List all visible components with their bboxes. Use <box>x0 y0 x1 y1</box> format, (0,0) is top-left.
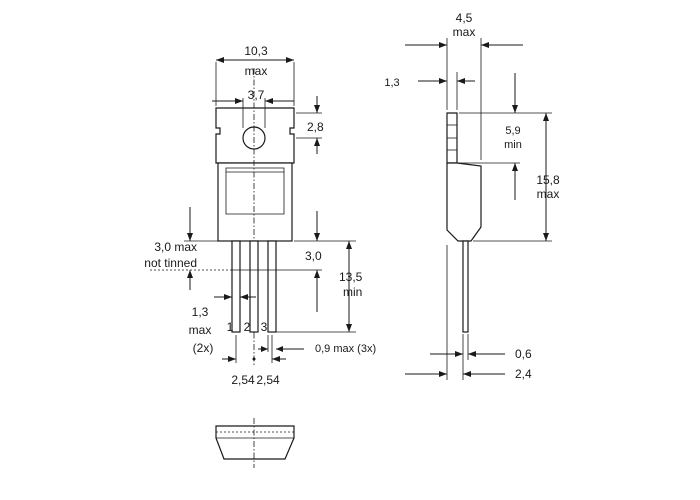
lead-3 <box>267 240 277 333</box>
lead-length-note: min <box>343 285 362 299</box>
bottom-outline <box>215 425 295 460</box>
lead-width-note: max <box>189 323 212 337</box>
hole-value: 3,7 <box>248 88 265 102</box>
width-value: 10,3 <box>244 44 268 58</box>
tab-length-value: 5,9 <box>505 125 520 137</box>
untinned-value: 3,0 max <box>154 240 197 254</box>
lead-thickness-label: 0,9 max (3x) <box>315 343 376 355</box>
width-note: max <box>245 64 268 78</box>
lead-offset-value: 2,4 <box>515 367 532 381</box>
height-value: 15,8 <box>536 173 560 187</box>
pitch-right: 2,54 <box>256 373 280 387</box>
lead-length-value: 13,5 <box>339 270 363 284</box>
lead-2 <box>249 240 259 333</box>
pin-label-1: 1 <box>227 320 234 334</box>
untinned-note: not tinned <box>144 256 197 270</box>
bottom-view <box>215 418 295 468</box>
pitch-left: 2,54 <box>231 373 255 387</box>
tab-height-value: 2,8 <box>307 120 324 134</box>
pin-label-3: 3 <box>261 320 268 334</box>
side-view: 4,5 max 1,3 5,9 min 15,8 max 0,6 <box>384 11 560 381</box>
front-body-outline <box>217 162 293 242</box>
tab-thickness-value: 1,3 <box>384 77 399 89</box>
side-body-outline <box>446 162 482 242</box>
lead-1 <box>231 240 241 333</box>
front-view: 10,3 max 3,7 2,8 3,0 max not tinned <box>144 44 376 387</box>
height-note: max <box>537 187 560 201</box>
front-leads <box>231 240 277 333</box>
lead-width-value: 1,3 <box>192 305 209 319</box>
lead-width-count: (2x) <box>193 341 214 355</box>
side-lead <box>462 240 469 333</box>
pin-label-2: 2 <box>244 320 251 334</box>
thickness-note: max <box>453 25 476 39</box>
tab-length-note: min <box>504 139 522 151</box>
lead-thick-value: 0,6 <box>515 347 532 361</box>
thickness-value: 4,5 <box>456 11 473 25</box>
front-body-inner <box>225 167 285 215</box>
shoulder-value: 3,0 <box>305 249 322 263</box>
